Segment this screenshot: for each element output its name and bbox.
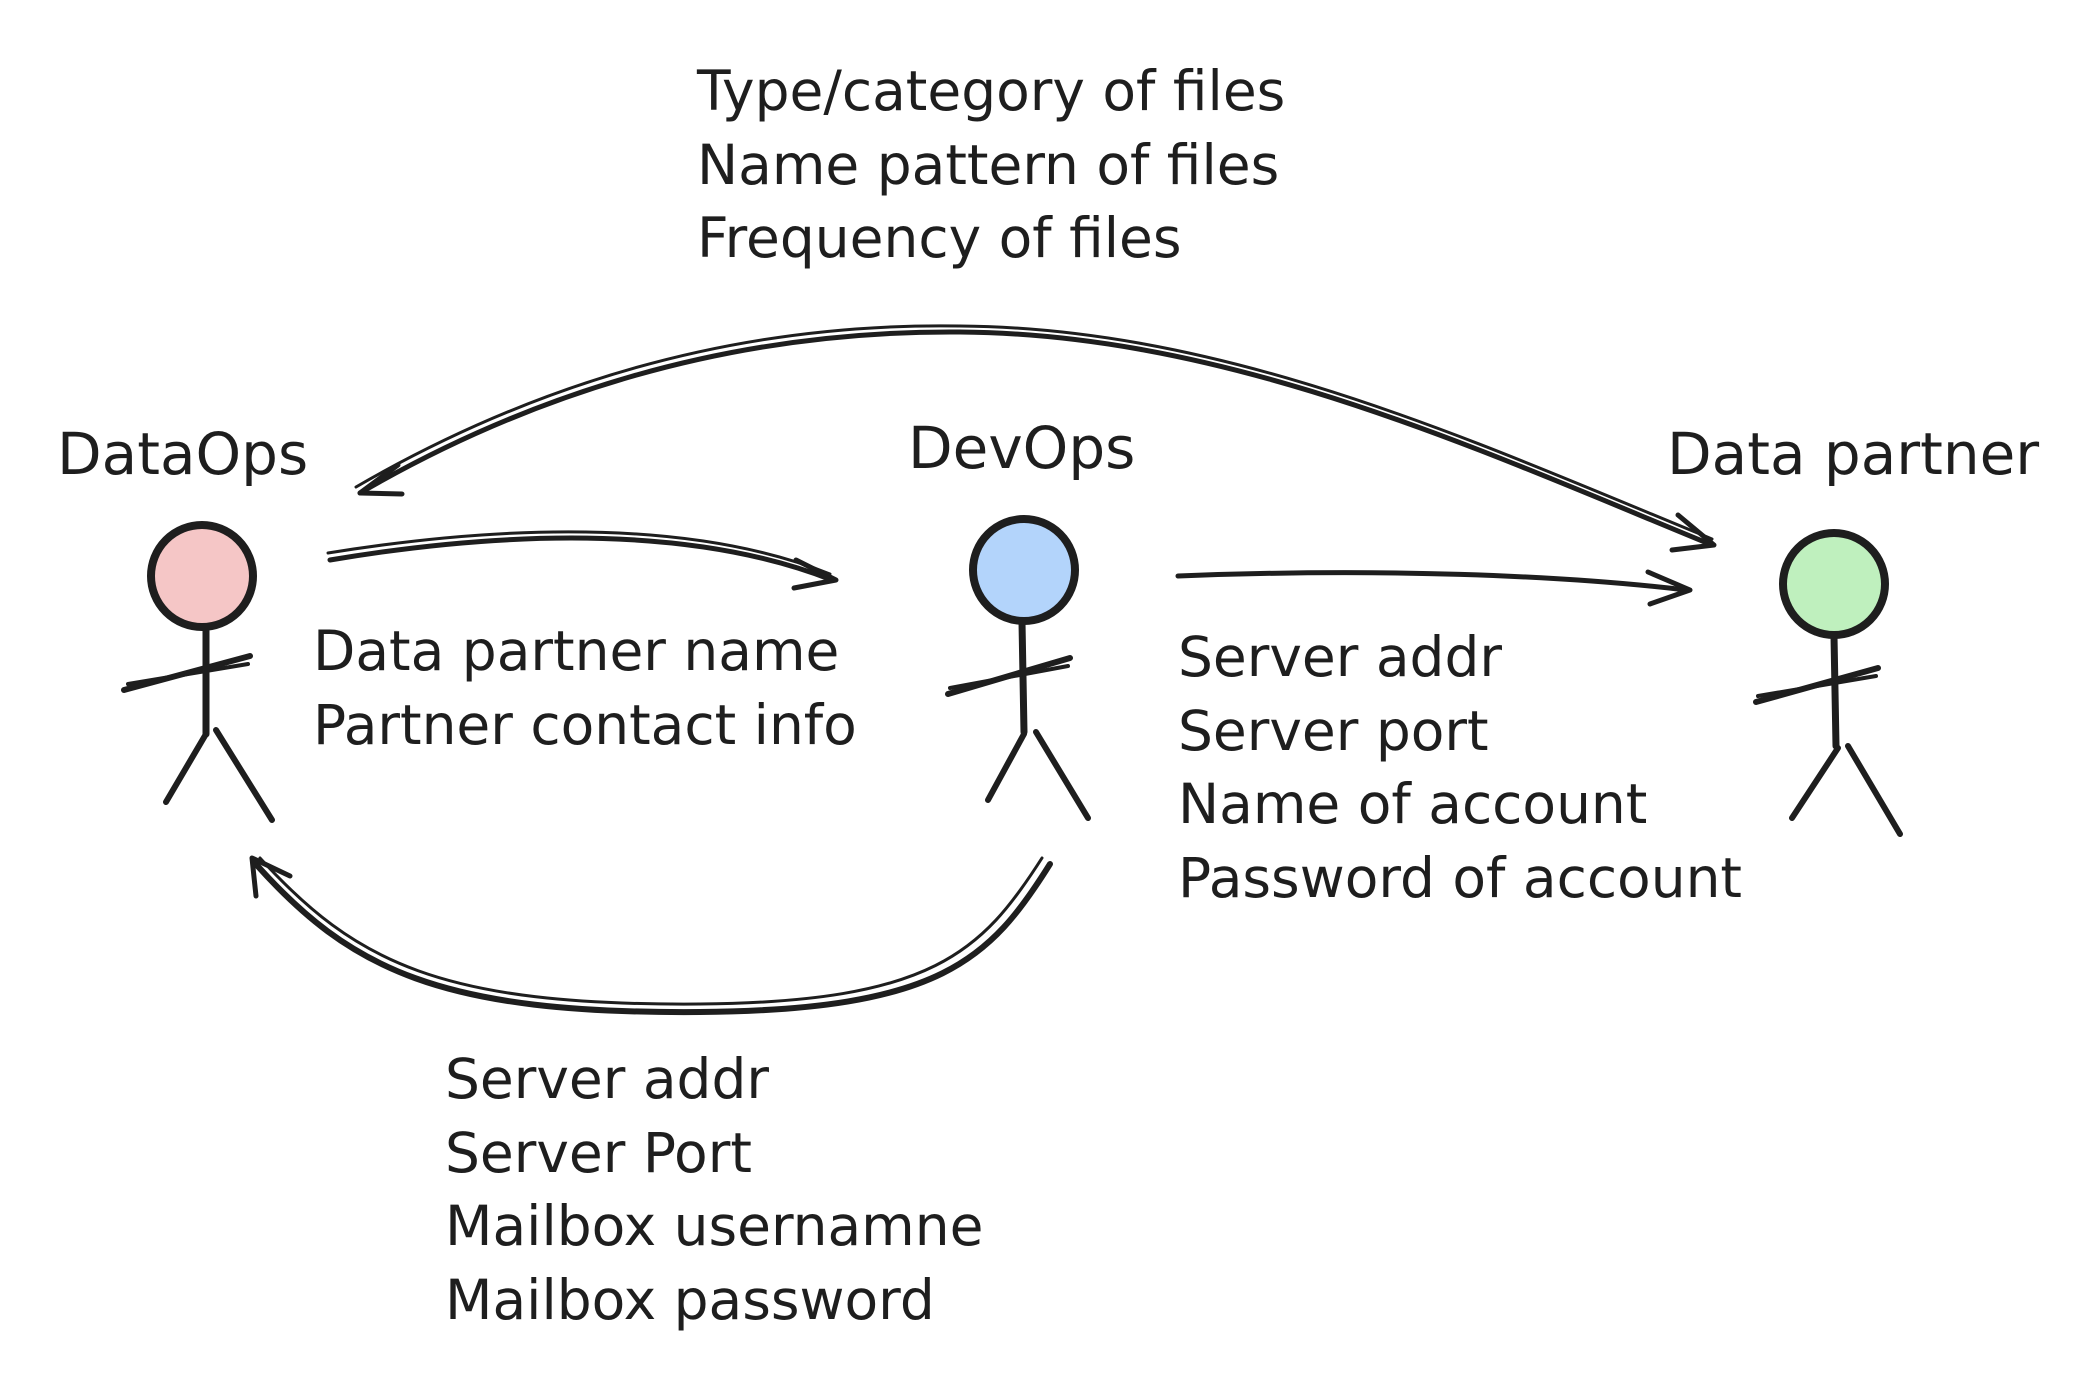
actor-partner-label: Data partner xyxy=(1667,420,2039,488)
arrowhead-dataops xyxy=(357,462,405,497)
arrowhead-devops xyxy=(791,557,839,591)
note-mailbox-line: Server addr xyxy=(445,1047,769,1111)
arrow-dataops-devops xyxy=(326,530,839,591)
actor-partner-head xyxy=(1779,529,1889,639)
note-file-info-line: Name pattern of files xyxy=(697,133,1279,197)
note-partner-info-line: Partner contact info xyxy=(313,693,857,757)
note-partner-info-line: Data partner name xyxy=(313,619,839,683)
note-server-account-line: Server addr xyxy=(1178,625,1502,689)
note-file-info-line: Frequency of files xyxy=(697,206,1182,270)
note-server-account: Server addr Server port Name of account … xyxy=(1178,625,1742,910)
actor-dataops: DataOps xyxy=(57,420,308,823)
note-partner-info: Data partner name Partner contact info xyxy=(313,619,857,757)
actor-partner: Data partner xyxy=(1667,420,2039,837)
note-mailbox-line: Mailbox usernamne xyxy=(445,1194,983,1258)
note-mailbox: Server addr Server Port Mailbox usernamn… xyxy=(445,1047,983,1332)
actor-devops-head xyxy=(969,515,1079,625)
actor-devops: DevOps xyxy=(908,414,1135,821)
arrowhead-partner xyxy=(1669,512,1717,553)
actor-devops-label: DevOps xyxy=(908,414,1135,482)
note-mailbox-line: Mailbox password xyxy=(445,1268,935,1332)
arrowhead-dataops-2 xyxy=(249,855,293,899)
note-file-info-line: Type/category of files xyxy=(696,59,1285,123)
note-server-account-line: Password of account xyxy=(1178,846,1742,910)
actor-dataops-head xyxy=(147,521,257,631)
note-file-info: Type/category of files Name pattern of f… xyxy=(696,59,1285,270)
arrow-devops-partner xyxy=(1175,569,1693,607)
actor-dataops-label: DataOps xyxy=(57,420,308,488)
arrow-dataops-partner xyxy=(354,324,1717,553)
arrowhead-partner-2 xyxy=(1645,569,1693,607)
note-mailbox-line: Server Port xyxy=(445,1121,752,1185)
arrow-devops-dataops xyxy=(249,855,1053,1016)
note-server-account-line: Name of account xyxy=(1178,772,1647,836)
note-server-account-line: Server port xyxy=(1178,699,1489,763)
